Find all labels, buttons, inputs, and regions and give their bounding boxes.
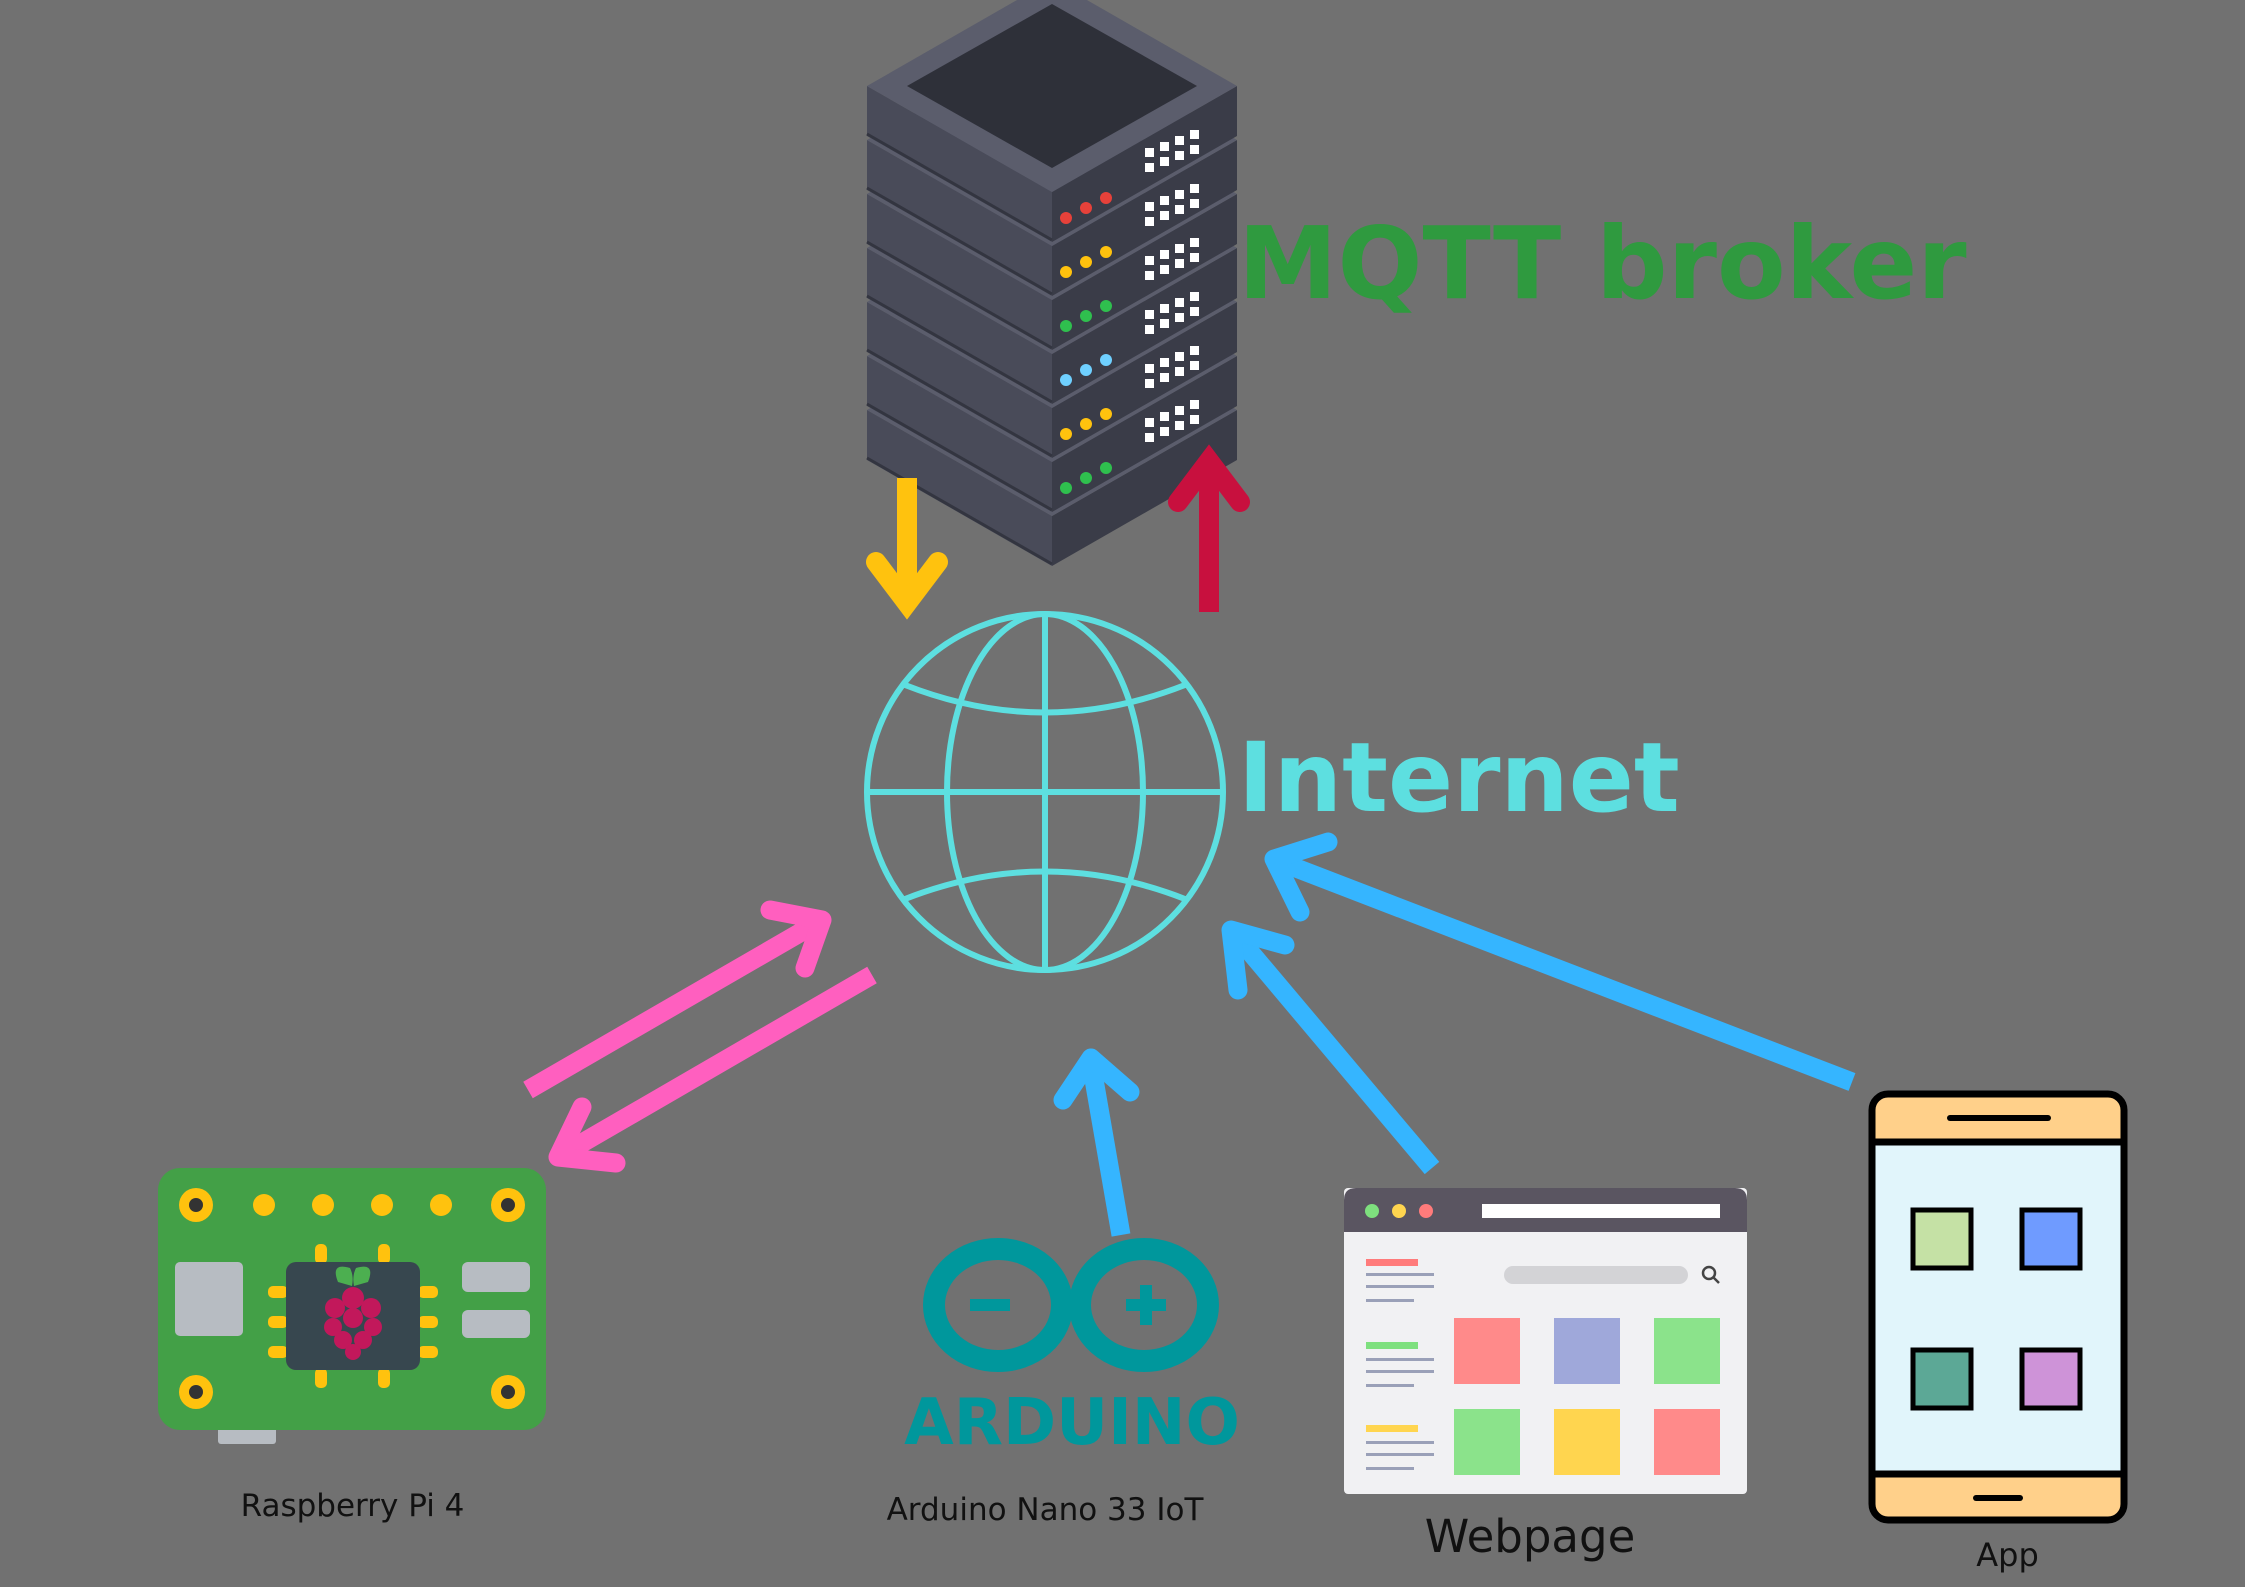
arrow-internet-to-broker: [1168, 444, 1250, 612]
raspberry-pi-label: Raspberry Pi 4: [240, 1488, 465, 1524]
arduino-logo-icon: ARDUINO: [904, 1238, 1240, 1460]
arrow-broker-to-internet: [866, 478, 948, 620]
arrow-internet-to-rpi: [548, 966, 877, 1173]
arrow-webpage-to-internet: [1221, 920, 1440, 1175]
webpage-label: Webpage: [1424, 1510, 1636, 1563]
mqtt-broker-label: MQTT broker: [1238, 205, 1967, 322]
arduino-logo-text: ARDUINO: [904, 1386, 1240, 1460]
smartphone-icon: [1868, 1090, 2128, 1524]
browser-window-icon: [1344, 1188, 1747, 1494]
server-rack-icon: [865, 0, 1239, 568]
arrow-app-to-internet: [1264, 832, 1856, 1091]
globe-icon: [864, 611, 1226, 973]
raspberry-pi-board-icon: [158, 1168, 546, 1444]
arduino-label: Arduino Nano 33 IoT: [886, 1492, 1204, 1528]
arrow-arduino-to-internet: [1053, 1048, 1140, 1237]
arrow-rpi-to-internet: [523, 900, 832, 1099]
app-label: App: [1976, 1536, 2039, 1574]
internet-label: Internet: [1238, 722, 1680, 834]
